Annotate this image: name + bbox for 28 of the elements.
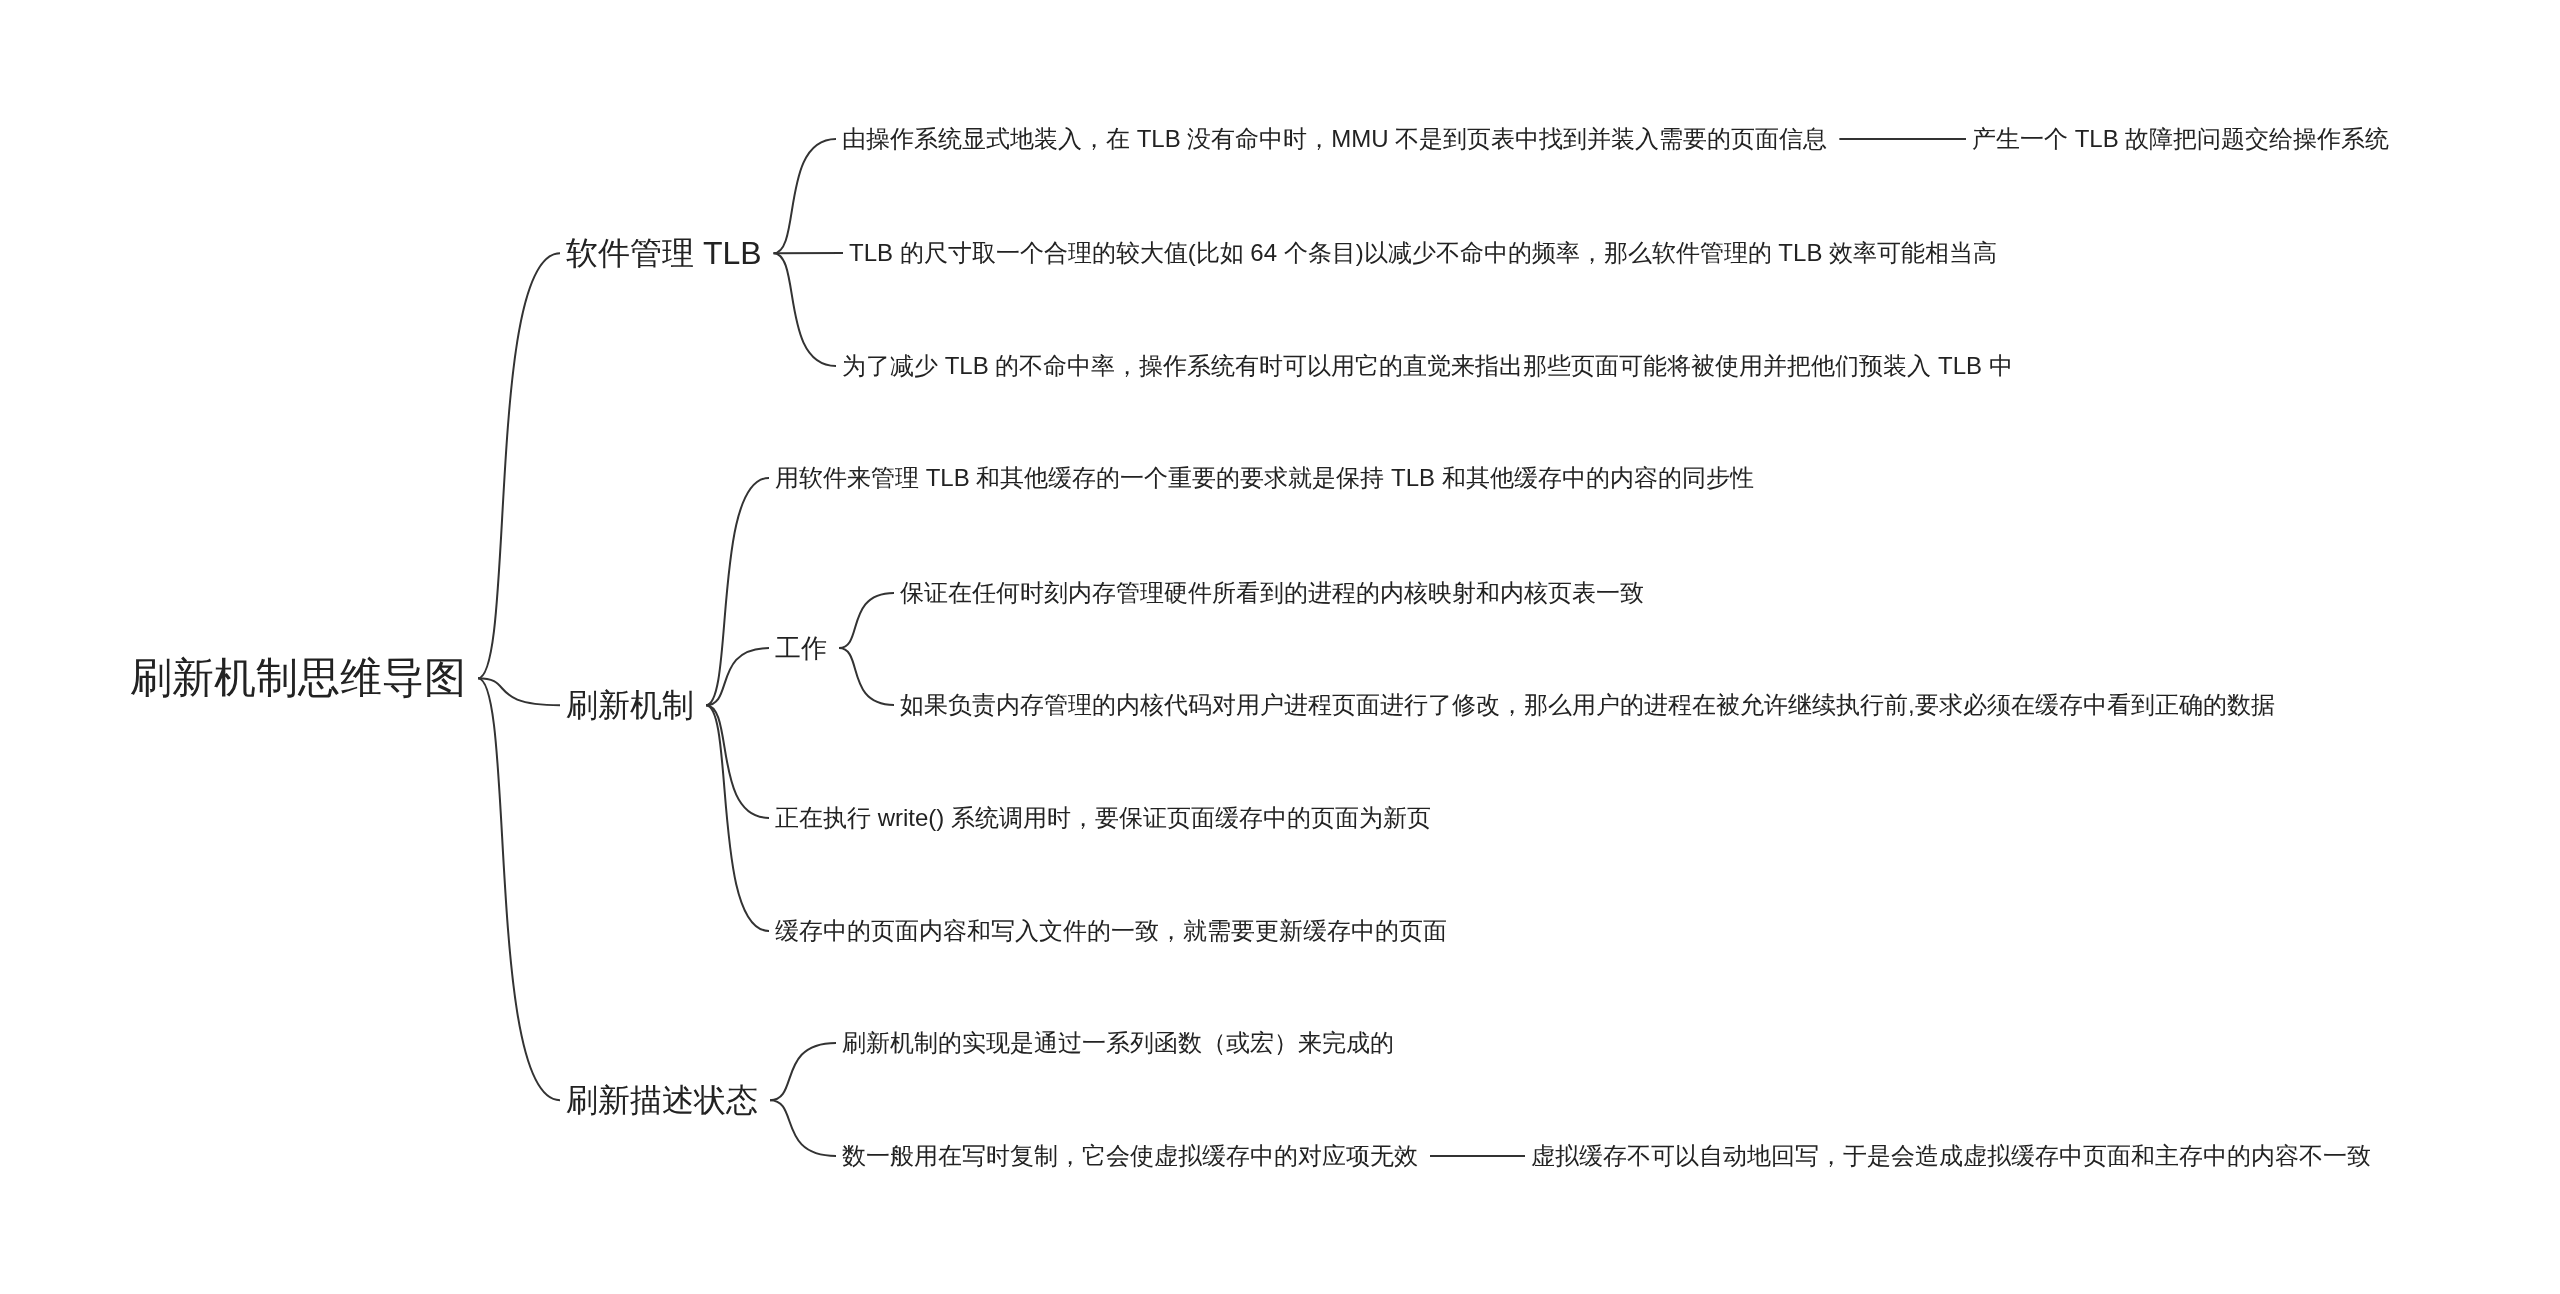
leaf-text: 虚拟缓存不可以自动地回写，于是会造成虚拟缓存中页面和主存中的内容不一致	[1531, 1141, 2371, 1171]
connector-line	[1429, 1154, 1526, 1157]
connector-line	[1838, 137, 1967, 140]
leaf-text: TLB 的尺寸取一个合理的较大值(比如 64 个条目)以减少不命中的频率，那么软件管理的 TLB 效率可能相当高	[849, 238, 1998, 268]
leaf-text: 由操作系统显式地装入，在 TLB 没有命中时，MMU 不是到页表中找到并装入需要的页面信息	[842, 124, 1828, 154]
branch-topic: 软件管理 TLB	[566, 234, 762, 273]
branch-topic: 刷新机制	[566, 686, 694, 725]
connector-line	[477, 252, 561, 680]
leaf-text: 刷新机制的实现是通过一系列函数（或宏）来完成的	[842, 1028, 1394, 1058]
connector-line	[705, 476, 770, 707]
connector-line	[477, 677, 561, 707]
leaf-text: 如果负责内存管理的内核代码对用户进程页面进行了修改，那么用户的进程在被允许继续执行前,要求必须在缓存中看到正确的数据	[900, 690, 2275, 720]
leaf-text: 数一般用在写时复制，它会使虚拟缓存中的对应项无效	[842, 1141, 1418, 1171]
connector-line	[705, 647, 770, 707]
leaf-text: 为了减少 TLB 的不命中率，操作系统有时可以用它的直觉来指出那些页面可能将被使用并把他们预装入 TLB 中	[842, 351, 2013, 381]
leaf-text: 用软件来管理 TLB 和其他缓存的一个重要的要求就是保持 TLB 和其他缓存中的内容的同步性	[775, 463, 1754, 493]
branch-topic: 工作	[775, 632, 827, 664]
connector-line	[838, 647, 895, 706]
branch-topic: 刷新描述状态	[566, 1081, 758, 1120]
root-topic: 刷新机制思维导图	[130, 653, 466, 704]
leaf-text: 缓存中的页面内容和写入文件的一致，就需要更新缓存中的页面	[775, 916, 1447, 946]
leaf-text: 产生一个 TLB 故障把问题交给操作系统	[1972, 124, 2390, 154]
connector-line	[477, 677, 561, 1102]
leaf-text: 保证在任何时刻内存管理硬件所看到的进程的内核映射和内核页表一致	[900, 578, 1644, 608]
leaf-text: 正在执行 write() 系统调用时，要保证页面缓存中的页面为新页	[775, 803, 1431, 833]
connector-line	[705, 704, 770, 932]
connector-line	[772, 252, 837, 367]
connector-line	[769, 1099, 837, 1157]
